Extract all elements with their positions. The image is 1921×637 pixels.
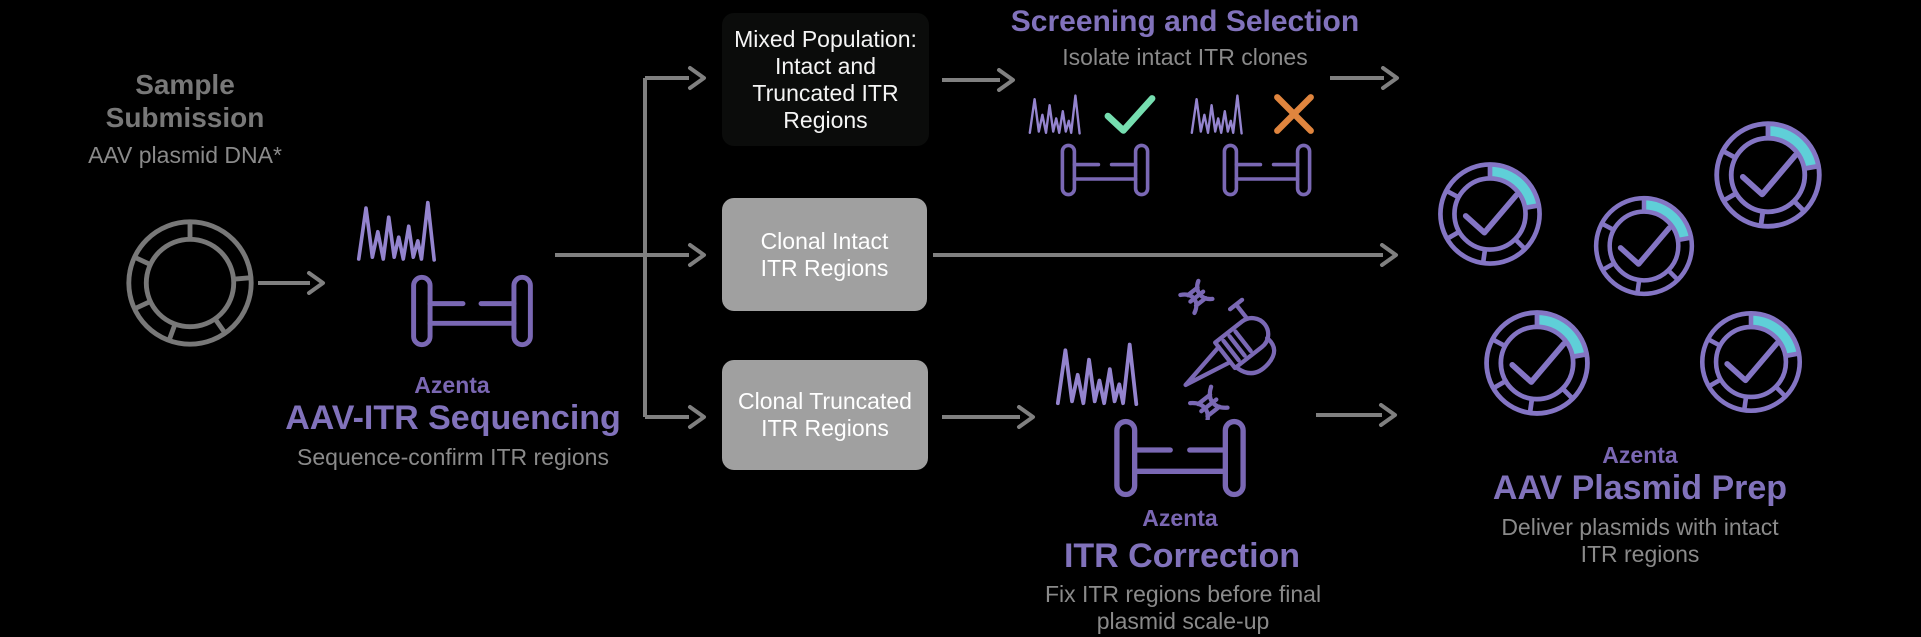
arrow-icon <box>258 271 325 295</box>
correction-title: ITR Correction <box>1063 537 1301 575</box>
itr-icon <box>404 274 540 348</box>
box-line: Mixed Population: <box>734 25 917 52</box>
box-line: Intact and <box>774 52 877 79</box>
plasmid-check-icon <box>1694 305 1808 419</box>
sequencing-subtitle: Sequence-confirm ITR regions <box>297 444 609 470</box>
plasmid-prep-subtitle: Deliver plasmids with intact ITR regions <box>1501 514 1779 567</box>
plasmid-check-icon <box>1432 156 1548 272</box>
check-icon <box>1102 94 1158 136</box>
sample-submission-title: Sample Submission <box>105 69 265 133</box>
box-line: ITR Regions <box>761 415 889 441</box>
branch-connector <box>555 66 706 429</box>
plasmid-check-icon <box>1478 304 1596 422</box>
itr-icon <box>1106 418 1254 498</box>
chromatogram-icon <box>356 190 456 268</box>
box-line: Regions <box>783 106 868 133</box>
sequencing-title: AAV-ITR Sequencing <box>285 399 621 437</box>
plasmid-icon <box>122 215 258 351</box>
arrow-icon <box>942 405 1035 429</box>
screening-title: Screening and Selection <box>1010 5 1360 38</box>
pipette-icon <box>1162 268 1314 420</box>
box-line: ITR Regions <box>760 254 889 281</box>
clonal-truncated-box: Clonal Truncated ITR Regions <box>722 360 928 470</box>
correction-subtitle: Fix ITR regions before final plasmid sca… <box>1044 581 1322 634</box>
box-line: Truncated ITR <box>752 79 899 106</box>
sample-submission-subtitle: AAV plasmid DNA* <box>88 142 282 168</box>
plasmid-prep-brand: Azenta <box>1602 442 1678 468</box>
chromatogram-icon <box>1028 86 1094 140</box>
screening-subtitle: Isolate intact ITR clones <box>1062 44 1308 70</box>
correction-brand: Azenta <box>1142 505 1218 531</box>
x-icon <box>1272 92 1316 136</box>
sequencing-brand: Azenta <box>414 372 490 398</box>
plasmid-check-icon <box>1708 115 1828 235</box>
plasmid-check-icon <box>1588 190 1700 302</box>
mixed-population-box: Mixed Population: Intact and Truncated I… <box>722 13 929 146</box>
itr-icon <box>1056 143 1154 197</box>
arrow-icon <box>942 68 1015 92</box>
chromatogram-icon <box>1055 330 1159 414</box>
arrow-icon <box>933 243 1398 267</box>
box-line: Clonal Truncated <box>738 388 912 414</box>
itr-icon <box>1218 143 1316 197</box>
box-line: Clonal Intact <box>760 227 889 254</box>
plasmid-prep-title: AAV Plasmid Prep <box>1492 469 1788 507</box>
clonal-intact-box: Clonal Intact ITR Regions <box>722 198 927 311</box>
arrow-icon <box>1330 66 1399 90</box>
chromatogram-icon <box>1190 86 1256 140</box>
arrow-icon <box>1316 403 1397 427</box>
